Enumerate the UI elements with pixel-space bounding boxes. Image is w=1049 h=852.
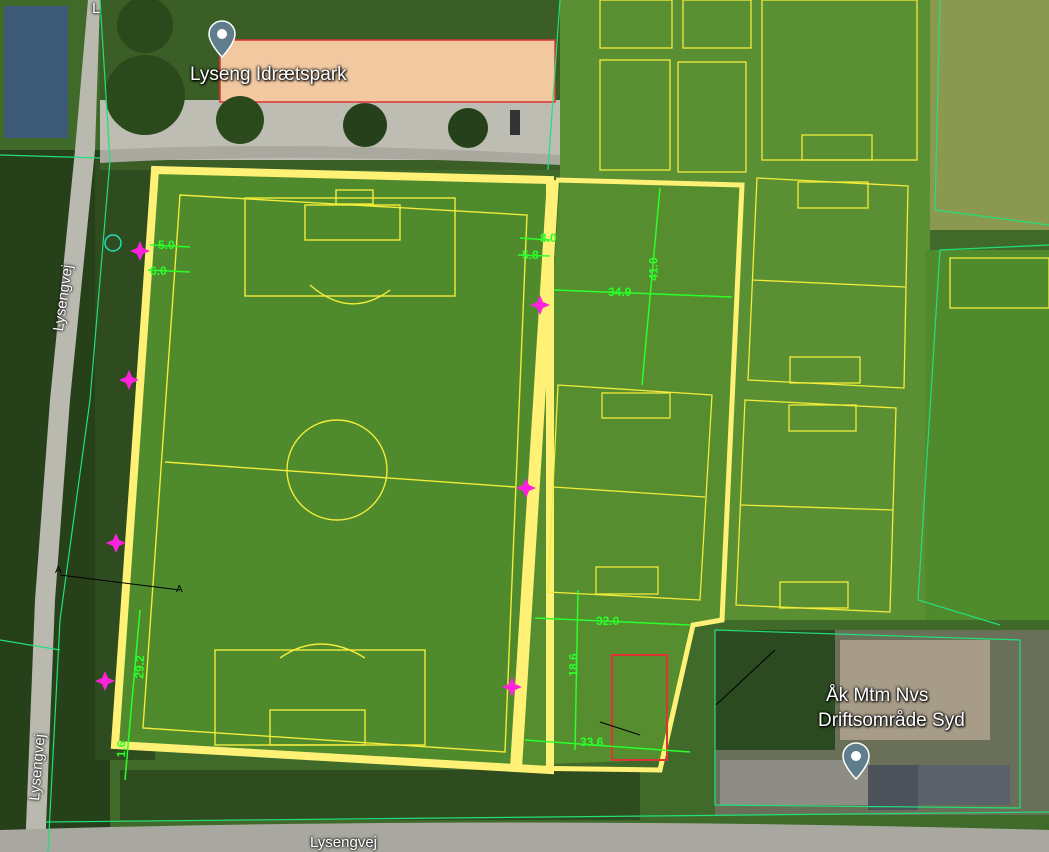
tree [448,108,488,148]
field-dry [930,0,1049,230]
depot-gravel [840,640,990,740]
section-label: A [176,584,183,595]
depot-trees [715,630,835,750]
dimension-label: 5.0 [158,238,175,252]
dimension-label: 34.9 [608,285,632,299]
survey-marker-icon [95,671,115,691]
place-label-depot-line1[interactable]: Åk Mtm Nvs [826,685,929,706]
pitch-boundary-east [515,177,745,773]
dimension-label: 1.6 [114,740,129,758]
survey-marker-icon [502,677,522,697]
parked-car [510,110,520,135]
dimension-label: 32.0 [596,614,620,628]
tree [105,55,185,135]
road-lysengvej-west [25,0,100,852]
road-label-south: Lysengvej [310,834,377,851]
road-label-fragment: L [92,0,101,17]
dimension-label: 5.8 [522,248,539,262]
dimension-label: 18.6 [566,653,581,677]
tree [117,0,173,53]
survey-circle [104,234,122,252]
depot-building-east [918,765,1010,805]
dimension-label: 8.0 [540,231,557,245]
field-far-east [925,250,1049,620]
survey-marker-icon [530,295,550,315]
building-hall [4,6,68,138]
section-line-south [599,721,641,736]
section-line-east [715,649,776,706]
survey-markers [95,241,550,697]
east-pitch-markings [547,0,1049,761]
main-pitch-grass [115,170,550,770]
depot-building [868,765,918,810]
place-label-depot-line2[interactable]: Driftsområde Syd [818,710,965,731]
depot-building-west [720,760,870,805]
boundary-divider [510,179,559,769]
tree [343,103,387,147]
dimension-label: 41.0 [646,257,661,281]
survey-marker-icon [516,478,536,498]
tree [216,96,264,144]
north-path [100,146,560,165]
dimension-label: 6.0 [150,264,167,278]
section-label: A [55,565,62,576]
tree-belt-south [120,770,640,820]
survey-marker-icon [106,533,126,553]
secondary-pitch-grass [520,180,740,765]
dimension-label: 29.2 [132,655,148,679]
main-pitch-markings [142,189,528,753]
survey-marker-icon [130,241,150,261]
dimension-lines [124,187,733,781]
survey-marker-icon [119,370,139,390]
place-label-park[interactable]: Lyseng Idrætspark [190,64,347,85]
section-line [59,574,181,591]
road-lysengvej-south [0,822,1049,852]
dimension-label: 33.6 [580,735,604,749]
building-lyseng [219,39,556,103]
